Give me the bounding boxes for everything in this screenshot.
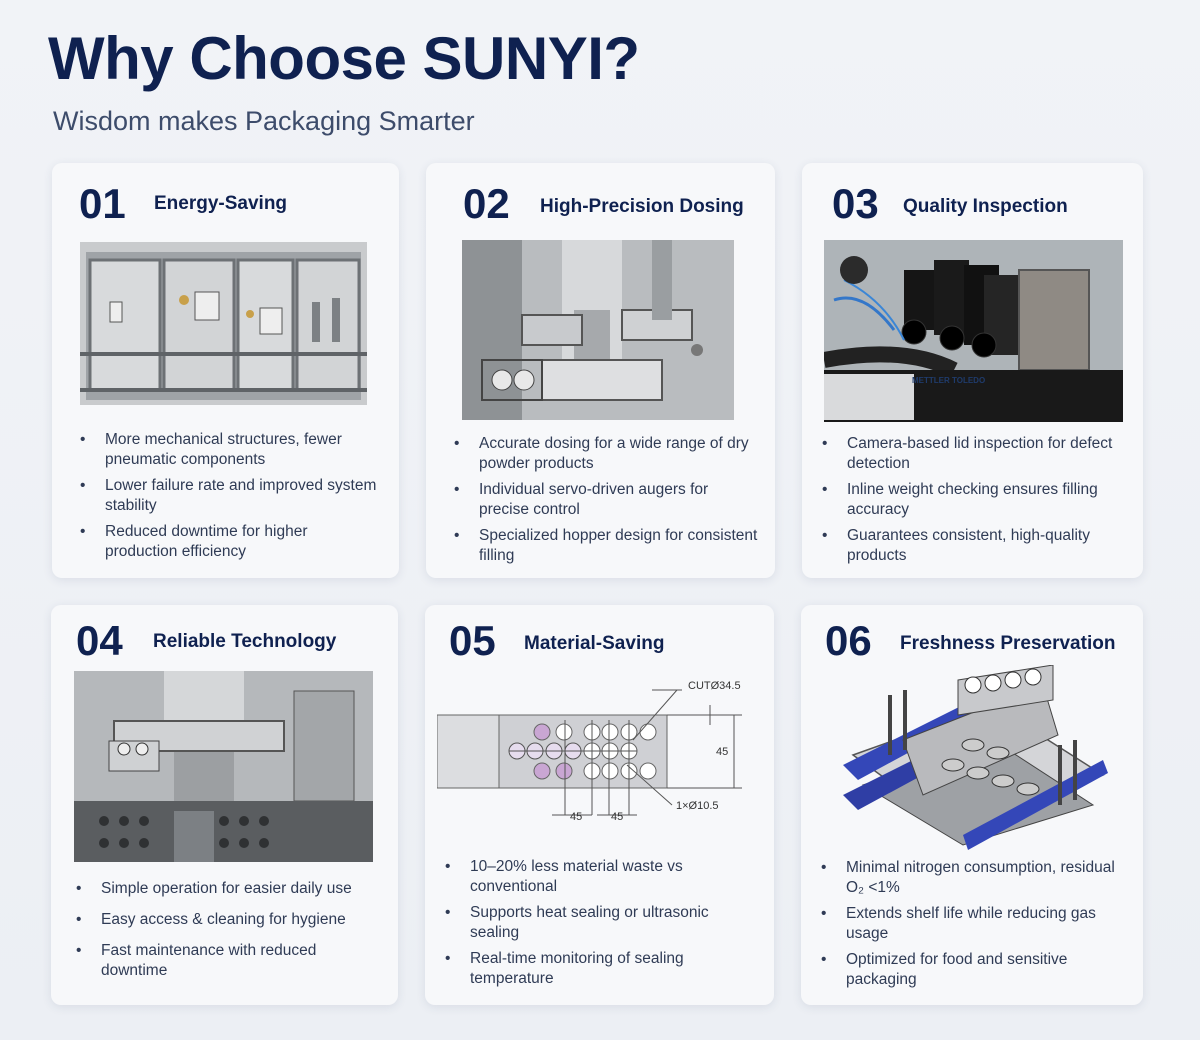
list-item: More mechanical structures, fewer pneuma… <box>80 430 380 470</box>
auger-doser-image <box>462 240 734 420</box>
feature-list: Minimal nitrogen consumption, residual O… <box>821 858 1126 996</box>
list-item: Real-time monitoring of sealing temperat… <box>445 949 750 989</box>
list-item: Camera-based lid inspection for defect d… <box>822 434 1127 474</box>
hole-label: 1×Ø10.5 <box>676 800 719 812</box>
list-item: Simple operation for easier daily use <box>76 879 386 899</box>
page-subtitle: Wisdom makes Packaging Smarter <box>53 106 475 136</box>
camera-inspection-image: METTLER TOLEDO <box>824 240 1123 422</box>
feature-list: Camera-based lid inspection for defect d… <box>822 434 1127 572</box>
feature-card-high-precision-dosing: 02 High-Precision Dosing Accurate dosing… <box>426 163 775 578</box>
list-item: Guarantees consistent, high-quality prod… <box>822 526 1127 566</box>
card-number: 04 <box>76 617 123 664</box>
film-cutting-diagram: 45 45 45 CUTØ34.5 1×Ø10.5 <box>437 675 762 835</box>
page-title: Why Choose SUNYI? <box>48 25 640 92</box>
list-item: 10–20% less material waste vs convention… <box>445 857 750 897</box>
card-number: 02 <box>463 180 510 227</box>
filling-station-image <box>74 671 373 862</box>
list-item: Extends shelf life while reducing gas us… <box>821 904 1126 944</box>
feature-card-quality-inspection: 03 Quality Inspection METTLER TOLEDO Cam… <box>802 163 1143 578</box>
list-item: Reduced downtime for higher production e… <box>80 522 380 562</box>
card-number: 06 <box>825 617 872 664</box>
list-item: Easy access & cleaning for hygiene <box>76 910 386 930</box>
card-title: Freshness Preservation <box>900 633 1116 654</box>
list-item: Specialized hopper design for consistent… <box>454 526 759 566</box>
feature-card-material-saving: 05 Material-Saving 45 <box>425 605 774 1005</box>
feature-list: Accurate dosing for a wide range of dry … <box>454 434 759 572</box>
mettler-toledo-label: METTLER TOLEDO <box>912 376 985 385</box>
list-item: Accurate dosing for a wide range of dry … <box>454 434 759 474</box>
list-item: Supports heat sealing or ultrasonic seal… <box>445 903 750 943</box>
card-title: Material-Saving <box>524 633 665 654</box>
height-label: 45 <box>716 746 728 758</box>
feature-list: 10–20% less material waste vs convention… <box>445 857 750 995</box>
pitch-label: 45 <box>611 811 623 823</box>
card-number: 01 <box>79 180 126 227</box>
list-item: Minimal nitrogen consumption, residual O… <box>821 858 1126 898</box>
machine-frame-image <box>80 242 367 405</box>
feature-list: More mechanical structures, fewer pneuma… <box>80 430 380 568</box>
list-item: Lower failure rate and improved system s… <box>80 476 380 516</box>
feature-card-energy-saving: 01 Energy-Saving More mechanical structu… <box>52 163 399 578</box>
card-title: Energy-Saving <box>154 193 288 214</box>
list-item: Inline weight checking ensures filling a… <box>822 480 1127 520</box>
cut-label: CUTØ34.5 <box>688 680 741 692</box>
feature-list: Simple operation for easier daily use Ea… <box>76 879 386 987</box>
card-title: Reliable Technology <box>153 631 337 652</box>
list-item: Fast maintenance with reduced downtime <box>76 941 386 981</box>
card-number: 05 <box>449 617 496 664</box>
feature-card-reliable-technology: 04 Reliable Technology Simple operation … <box>51 605 398 1005</box>
feature-card-freshness-preservation: 06 Freshness Preservation Minimal nitrog… <box>801 605 1143 1005</box>
card-title: Quality Inspection <box>903 196 1068 217</box>
pitch-label: 45 <box>570 811 582 823</box>
card-number: 03 <box>832 180 879 227</box>
sealing-die-image <box>843 665 1108 850</box>
card-title: High-Precision Dosing <box>540 196 744 217</box>
list-item: Optimized for food and sensitive packagi… <box>821 950 1126 990</box>
list-item: Individual servo-driven augers for preci… <box>454 480 759 520</box>
